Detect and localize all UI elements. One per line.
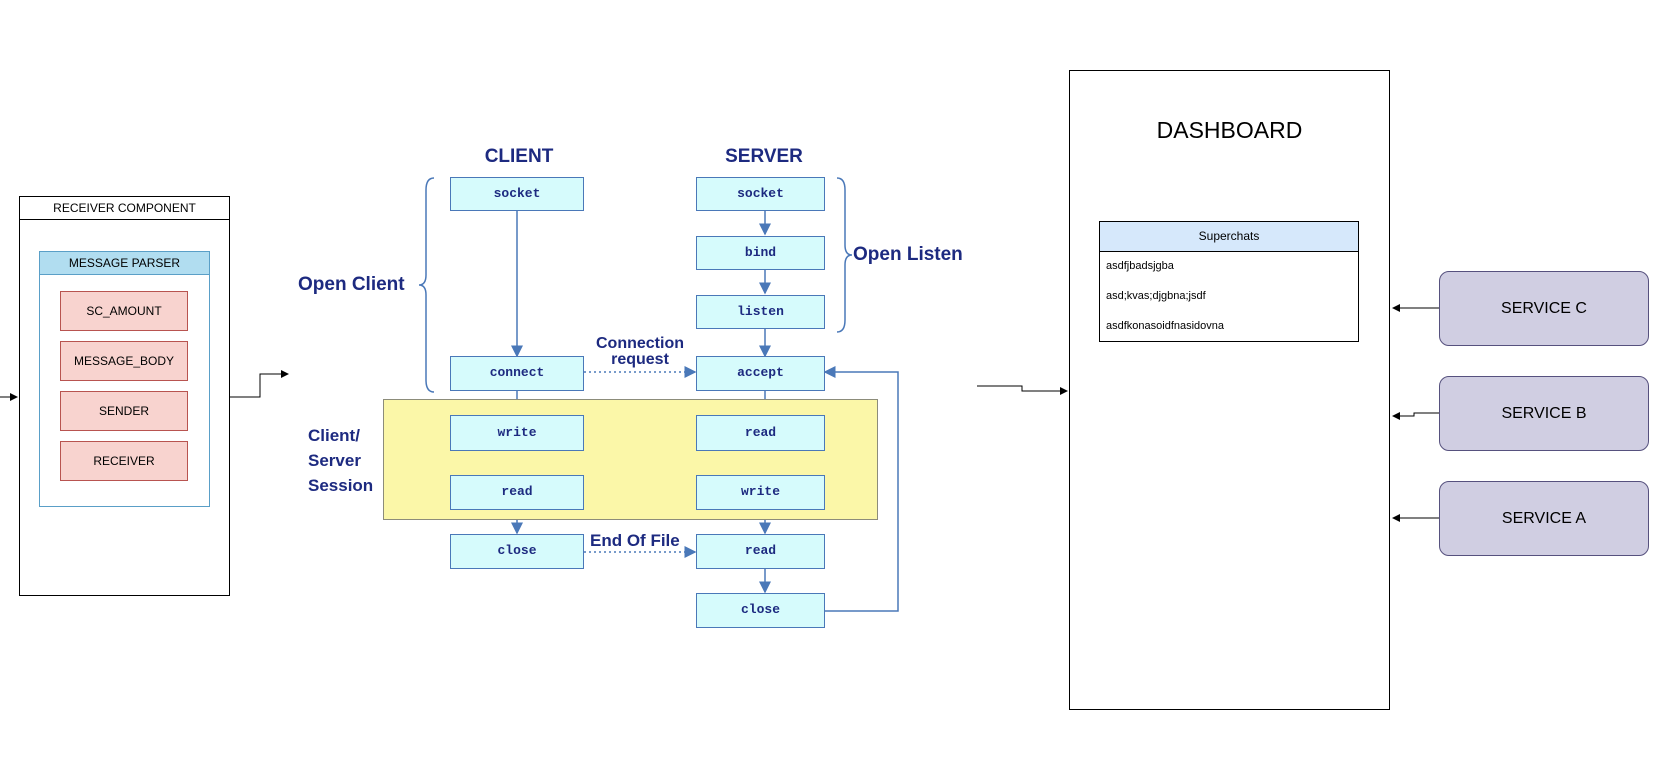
- dashboard-panel: DASHBOARD Superchats asdfjbadsjgba asd;k…: [1069, 70, 1390, 710]
- open-listen-label: Open Listen: [853, 244, 963, 265]
- server-socket-box: socket: [696, 177, 825, 211]
- receiver-component: RECEIVER COMPONENT MESSAGE PARSER SC_AMO…: [19, 196, 230, 596]
- server-read-box: read: [696, 415, 825, 451]
- server-read-eof-box: read: [696, 534, 825, 569]
- receiver-output-arrow: [230, 370, 289, 398]
- superchat-item: asd;kvas;djgbna;jsdf: [1106, 290, 1206, 302]
- server-accept-box: accept: [696, 356, 825, 391]
- open-client-label: Open Client: [298, 274, 405, 295]
- field-sc-amount: SC_AMOUNT: [60, 291, 188, 331]
- session-label: Client/ Server Session: [308, 426, 374, 495]
- open-client-brace: [418, 177, 435, 393]
- client-close-box: close: [450, 534, 584, 569]
- service-a: SERVICE A: [1439, 481, 1649, 556]
- client-header: CLIENT: [484, 146, 554, 167]
- message-parser: MESSAGE PARSER SC_AMOUNT MESSAGE_BODY SE…: [39, 251, 210, 507]
- superchat-item: asdfjbadsjgba: [1106, 260, 1174, 272]
- dashboard-title: DASHBOARD: [1156, 117, 1303, 143]
- end-of-file-label: End Of File: [590, 531, 680, 550]
- server-listen-box: listen: [696, 295, 825, 329]
- receiver-title: RECEIVER COMPONENT: [20, 197, 229, 220]
- message-parser-title: MESSAGE PARSER: [40, 252, 209, 275]
- client-read-box: read: [450, 475, 584, 510]
- service-b-arrow: [1392, 412, 1439, 420]
- service-b: SERVICE B: [1439, 376, 1649, 451]
- server-bind-box: bind: [696, 236, 825, 270]
- field-receiver: RECEIVER: [60, 441, 188, 481]
- dashboard-input-arrow: [977, 385, 1068, 395]
- connection-request-label: Connection request: [596, 335, 684, 368]
- open-listen-brace: [836, 177, 853, 333]
- superchats-title: Superchats: [1100, 222, 1358, 252]
- server-write-box: write: [696, 475, 825, 510]
- field-message-body: MESSAGE_BODY: [60, 341, 188, 381]
- server-header: SERVER: [725, 146, 803, 167]
- field-sender: SENDER: [60, 391, 188, 431]
- service-c: SERVICE C: [1439, 271, 1649, 346]
- superchats-list: Superchats asdfjbadsjgba asd;kvas;djgbna…: [1099, 221, 1359, 342]
- superchat-item: asdfkonasoidfnasidovna: [1106, 320, 1225, 332]
- client-connect-box: connect: [450, 356, 584, 391]
- server-close-box: close: [696, 593, 825, 628]
- client-write-box: write: [450, 415, 584, 451]
- client-socket-box: socket: [450, 177, 584, 211]
